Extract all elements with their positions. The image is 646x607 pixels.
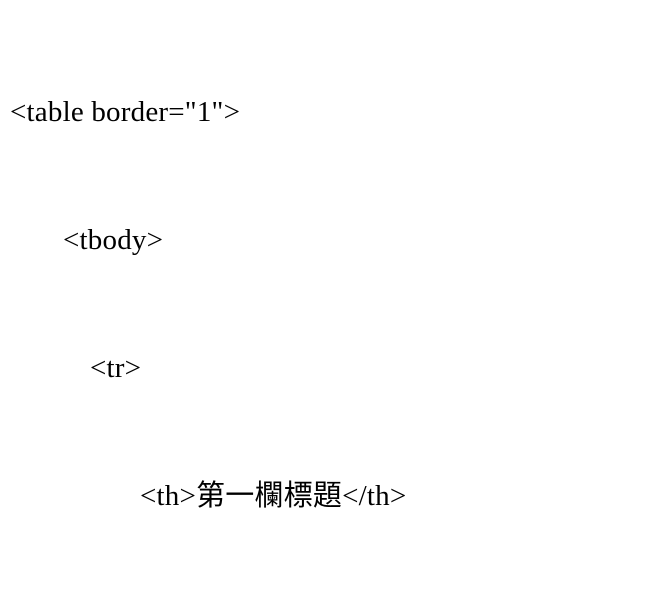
code-line: <tr> — [90, 351, 142, 384]
code-line: <th>第二欄標題</th> — [10, 602, 646, 607]
code-line: <table border="1"> — [10, 96, 241, 129]
code-line: <tbody> — [63, 223, 164, 256]
code-line: <th>第一欄標題</th> — [140, 479, 407, 512]
